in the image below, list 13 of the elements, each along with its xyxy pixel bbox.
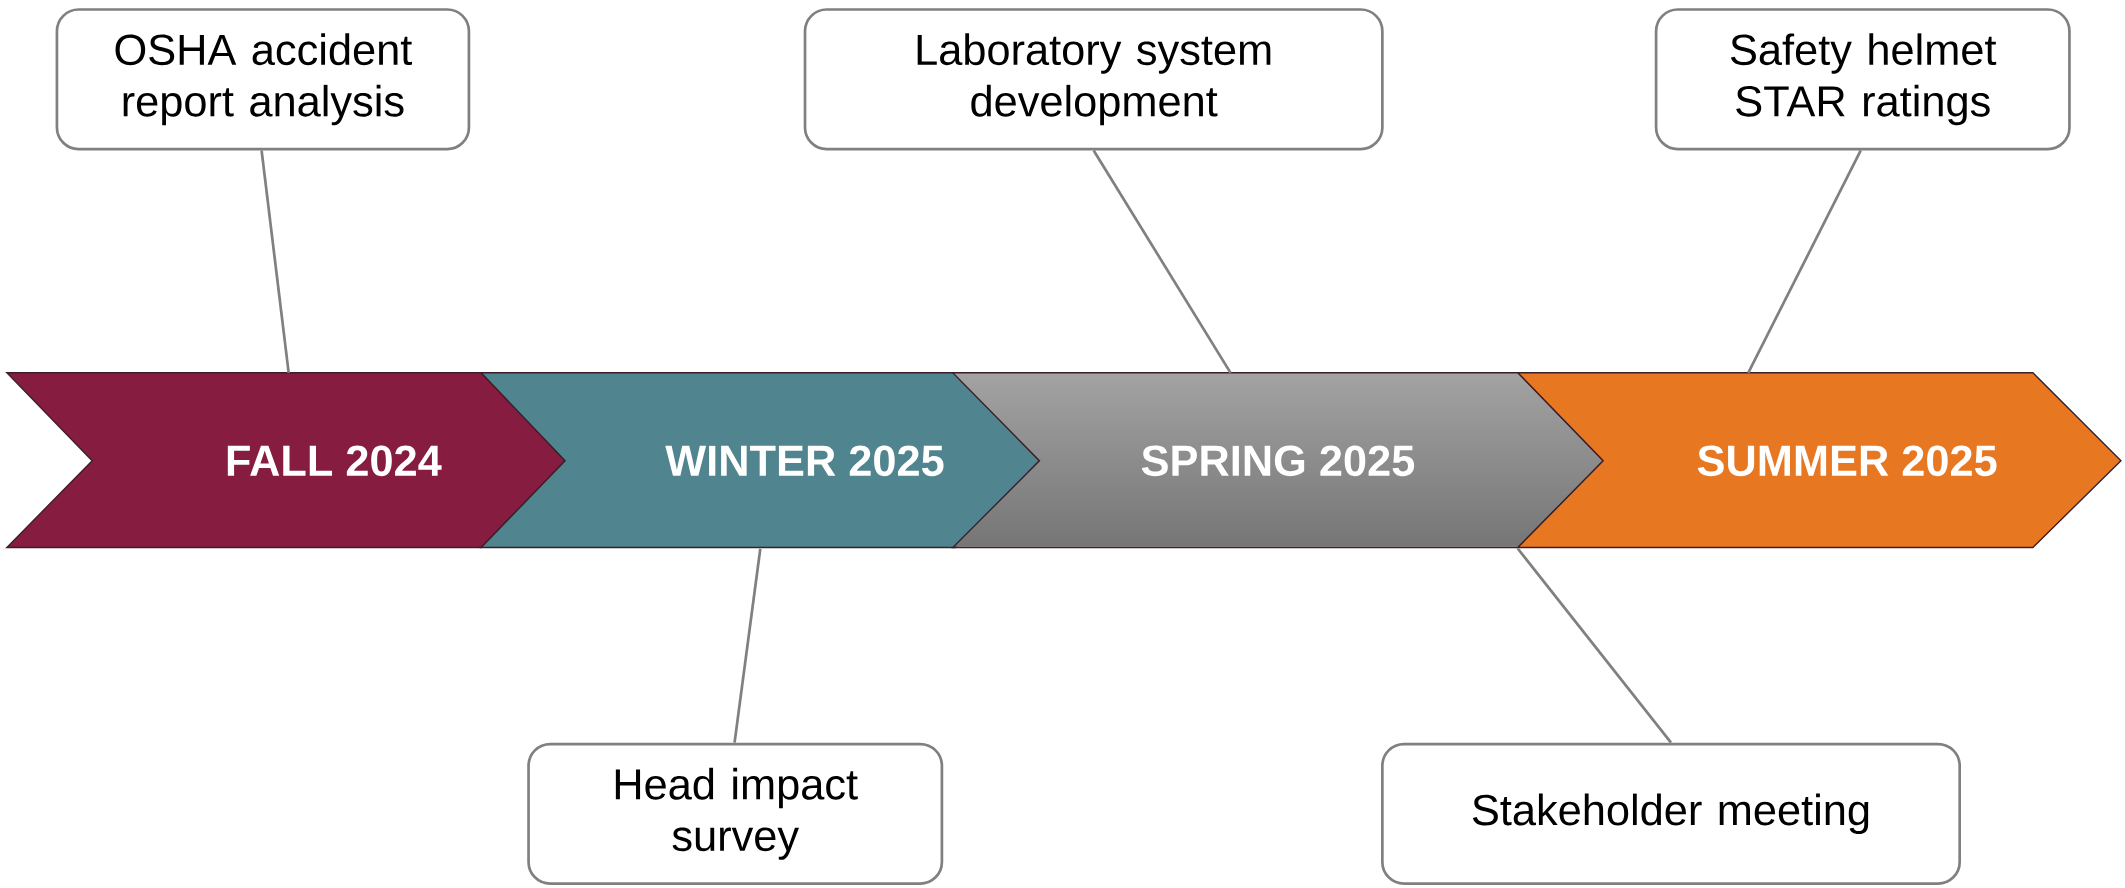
leader-line xyxy=(1747,150,1862,374)
leader-line xyxy=(1092,149,1232,374)
timeline-band: WINTER 2025 xyxy=(479,372,1041,549)
text-box: Stakeholder meeting xyxy=(1381,742,1962,886)
text-box: OSHA accident report analysis xyxy=(55,8,471,151)
leader-line xyxy=(1516,548,1673,744)
leader-line xyxy=(733,548,762,743)
text-box: Safety helmet STAR ratings xyxy=(1654,8,2071,151)
text-box: Head impact survey xyxy=(527,742,944,886)
text-box: Laboratory system development xyxy=(803,8,1384,151)
leader-line xyxy=(260,150,291,374)
timeline-band: SUMMER 2025 xyxy=(1516,372,2122,549)
timeline-band: FALL 2024 xyxy=(5,372,567,549)
